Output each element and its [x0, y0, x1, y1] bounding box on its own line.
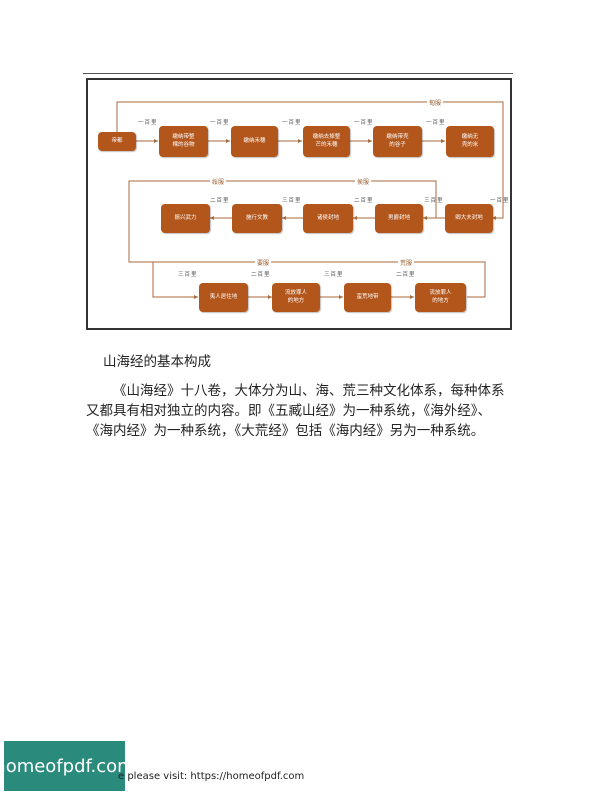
figure-caption: 山海经的基本构成 — [103, 354, 211, 370]
distance-label: 二百里 — [210, 198, 230, 204]
site-logo[interactable]: homeofpdf.com — [0, 741, 135, 791]
body-paragraph: 《山海经》十八卷，大体分为山、海、荒三种文化体系，每种体系 又都具有相对独立的内… — [86, 381, 526, 441]
node-dian-1: 缴纳带整 棵的谷物 — [159, 126, 208, 157]
paragraph-line: 又都具有相对独立的内容。即《五臧山经》为一种系统，《海外经》、 — [86, 403, 491, 419]
node-sui-2: 振兴武力 — [161, 204, 210, 233]
footer-link[interactable]: e please visit: https://homeofpdf.com — [118, 771, 305, 782]
distance-label: 二百里 — [354, 198, 374, 204]
node-hou-3: 诸侯封地 — [303, 204, 353, 233]
distance-label: 一百里 — [210, 120, 230, 126]
distance-label: 一百里 — [138, 120, 158, 126]
node-dian-2: 缴纳禾穗 — [231, 126, 278, 157]
zone-label-huang: 荒服 — [398, 258, 415, 267]
distance-label: 一百里 — [426, 120, 446, 126]
distance-label: 三百里 — [282, 198, 302, 204]
distance-label: 一百里 — [490, 198, 510, 204]
node-dian-3: 缴纳去掉整 芒的禾穗 — [303, 126, 350, 157]
distance-label: 二百里 — [396, 272, 416, 278]
node-capital: 帝都 — [98, 132, 136, 151]
zone-label-hou: 侯服 — [355, 177, 372, 186]
paragraph-line: 《山海经》十八卷，大体分为山、海、荒三种文化体系，每种体系 — [113, 383, 505, 399]
node-yao-1: 夷人居住地 — [199, 283, 248, 312]
node-huang-1: 蛮荒地带 — [344, 283, 391, 312]
node-yao-2: 流放罪人 的地方 — [272, 283, 320, 312]
paragraph-line: 《海内经》为一种系统，《大荒经》包括《海内经》另为一种系统。 — [86, 423, 485, 439]
distance-label: 三百里 — [424, 198, 444, 204]
distance-label: 一百里 — [354, 120, 374, 126]
node-hou-1: 卿大夫封地 — [445, 204, 493, 233]
node-sui-1: 施行文教 — [232, 204, 282, 233]
node-dian-5: 缴纳无 壳的米 — [446, 126, 494, 157]
node-hou-2: 男爵封地 — [375, 204, 423, 233]
distance-label: 二百里 — [251, 272, 271, 278]
figure-top-rule — [83, 73, 513, 74]
zone-label-sui: 绥服 — [210, 177, 227, 186]
node-huang-2: 流放罪人 的地方 — [415, 283, 466, 312]
node-dian-4: 缴纳带壳 的谷子 — [373, 126, 422, 157]
distance-label: 三百里 — [324, 272, 344, 278]
distance-label: 三百里 — [178, 272, 198, 278]
zone-label-dian: 甸服 — [427, 98, 444, 107]
distance-label: 一百里 — [282, 120, 302, 126]
zone-label-yao: 要服 — [255, 258, 272, 267]
